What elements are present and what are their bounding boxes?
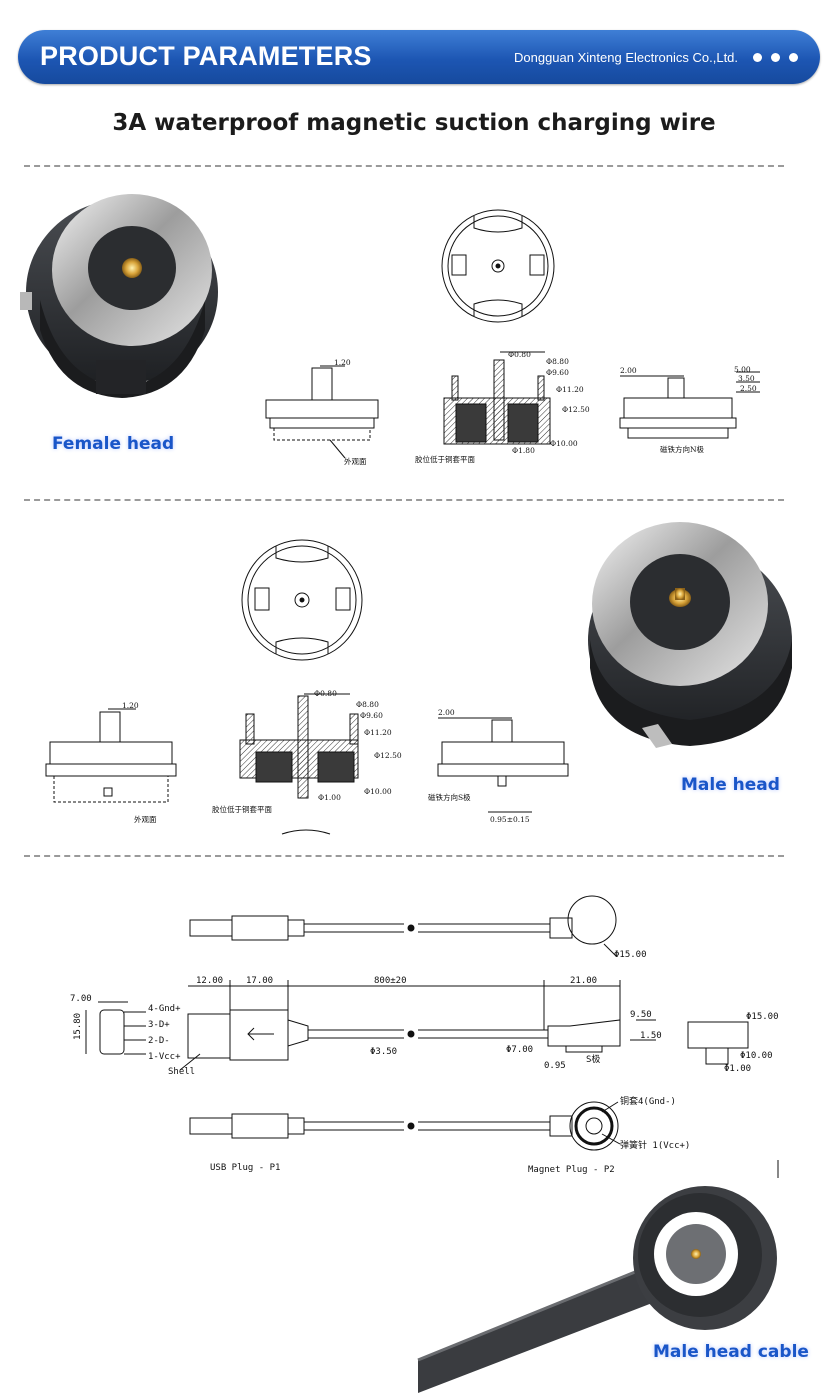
dim-label: 5.00: [734, 365, 751, 374]
pin-label: 2-D-: [148, 1036, 170, 1046]
dim-label: Φ11.20: [556, 385, 584, 394]
dim-label: 17.00: [246, 976, 273, 986]
divider: [24, 855, 784, 857]
dim-label: Φ3.50: [370, 1047, 397, 1057]
male-side-view-2: [437, 717, 569, 813]
female-top-view: [441, 209, 555, 323]
dim-label: Φ7.00: [506, 1045, 533, 1055]
dim-label: 7.00: [70, 994, 92, 1004]
pin-label: 1-Vcc+: [148, 1052, 181, 1062]
dim-label: Φ1.00: [318, 793, 341, 802]
dim-label: Φ8.80: [546, 357, 569, 366]
banner-dots: [753, 53, 798, 62]
dim-label: Φ0.80: [314, 689, 337, 698]
pin-label: 3-D+: [148, 1020, 170, 1030]
banner-title: PRODUCT PARAMETERS: [40, 41, 372, 71]
female-side-view: [265, 365, 379, 459]
dim-label: 2.00: [620, 366, 637, 375]
partial-arc: [281, 829, 331, 835]
dim-label: 0.95±0.15: [490, 815, 530, 824]
cable-photo: [417, 1186, 777, 1393]
dim-label: 3.50: [738, 374, 755, 383]
shell-label: Shell: [168, 1067, 195, 1077]
note-label: 弹簧针 1(Vcc+): [620, 1139, 690, 1151]
male-top-view: [241, 539, 363, 661]
dim-label: 15.80: [73, 1013, 83, 1040]
female-side-view-2: [619, 371, 760, 439]
male-head-cable-label: Male head cable: [653, 1342, 809, 1362]
dim-label: 1.50: [640, 1031, 662, 1041]
header-banner: PRODUCT PARAMETERS Dongguan Xinteng Elec…: [18, 30, 820, 84]
company-name: Dongguan Xinteng Electronics Co.,Ltd.: [514, 50, 739, 65]
divider: [24, 499, 784, 501]
note-label: 磁铁方向N极: [660, 444, 705, 454]
female-head-photo: [20, 194, 218, 398]
note-label: 胶位低于铜套平面: [212, 804, 272, 814]
male-head-photo: [588, 522, 792, 748]
note-label: 外观面: [134, 814, 157, 824]
plug-label: Magnet Plug - P2: [528, 1165, 615, 1175]
female-head-label: Female head: [52, 434, 175, 454]
male-cross-section: [239, 693, 359, 799]
dim-label: 0.95: [544, 1061, 566, 1071]
dim-label: 800±20: [374, 976, 407, 986]
note-label: 胶位低于铜套平面: [415, 454, 475, 464]
dim-label: Φ9.60: [360, 711, 383, 720]
dim-label: 9.50: [630, 1010, 652, 1020]
dim-label: 21.00: [570, 976, 597, 986]
cable-top-drawing: [189, 895, 617, 957]
dim-label: 1.20: [334, 358, 351, 367]
dim-label: 2.50: [740, 384, 757, 393]
dim-label: 1.20: [122, 701, 139, 710]
dim-label: Φ15.00: [614, 950, 647, 960]
dim-label: Φ0.80: [508, 350, 531, 359]
dim-label: Φ12.50: [562, 405, 590, 414]
dim-label: Φ8.80: [356, 700, 379, 709]
note-label: 铜套4(Gnd-): [620, 1095, 676, 1107]
note-label: 外观面: [344, 456, 367, 466]
dim-label: Φ12.50: [374, 751, 402, 760]
dim-label: 2.00: [438, 708, 455, 717]
note-label: 磁铁方向S极: [428, 792, 471, 802]
dim-label: Φ10.00: [740, 1051, 773, 1061]
dim-label: Φ9.60: [546, 368, 569, 377]
male-side-view: [45, 708, 177, 803]
dim-label: Φ1.00: [724, 1064, 751, 1074]
dot-icon: [753, 53, 762, 62]
note-label: S极: [586, 1053, 600, 1065]
dim-label: Φ15.00: [746, 1012, 779, 1022]
page-title: 3A waterproof magnetic suction charging …: [112, 110, 716, 136]
cable-bottom-drawing: [189, 1101, 621, 1151]
dim-label: Φ1.80: [512, 446, 535, 455]
dim-label: Φ10.00: [364, 787, 392, 796]
dot-icon: [771, 53, 780, 62]
divider: [24, 165, 784, 167]
plug-label: USB Plug - P1: [210, 1163, 280, 1173]
male-head-label: Male head: [681, 775, 780, 795]
pin-label: 4-Gnd+: [148, 1004, 181, 1014]
female-cross-section: [443, 351, 551, 445]
dim-label: 12.00: [196, 976, 223, 986]
dim-label: Φ11.20: [364, 728, 392, 737]
dot-icon: [789, 53, 798, 62]
dim-label: Φ10.00: [550, 439, 578, 448]
cable-side-drawing: [85, 924, 749, 1071]
